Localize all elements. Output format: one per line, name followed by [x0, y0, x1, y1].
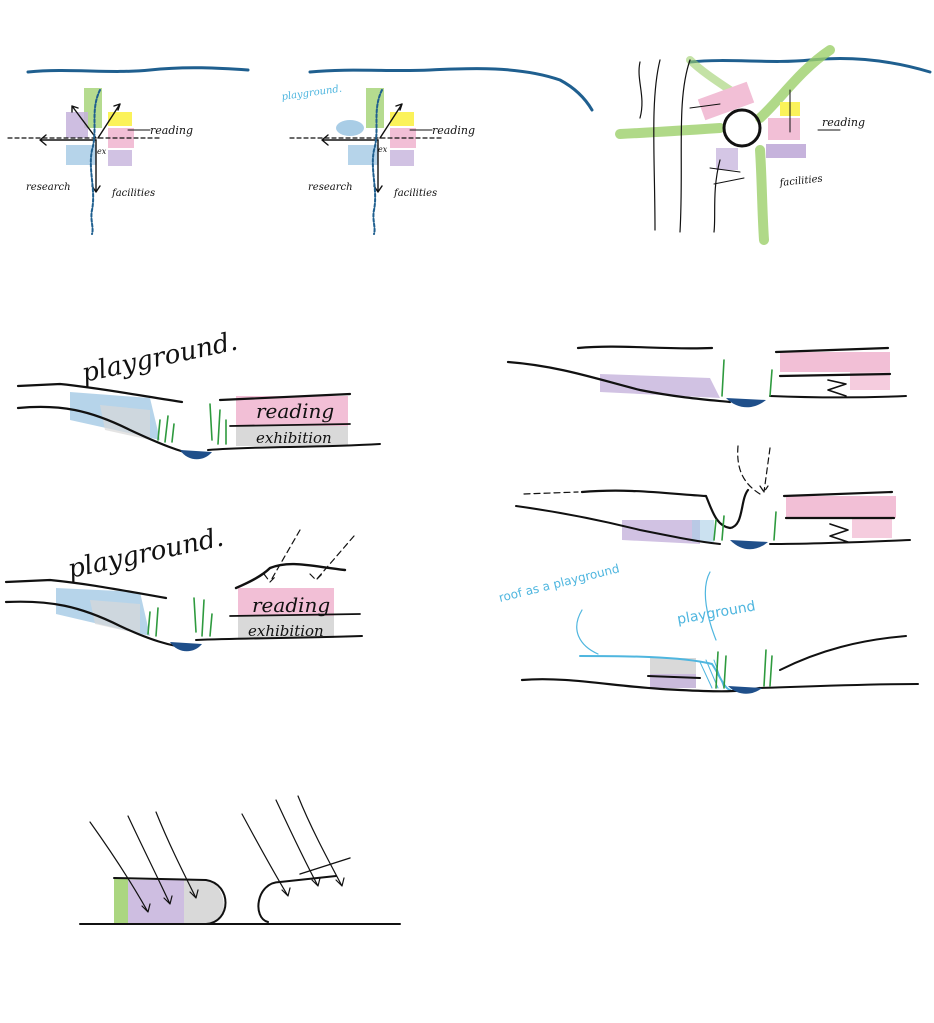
light-arrow-5 [276, 800, 320, 886]
label-ex-1: ex [97, 147, 107, 156]
arrow-west [322, 135, 378, 145]
light-arrow-2 [310, 536, 354, 580]
section-2: playground. reading exhibition [6, 523, 362, 652]
label-ex-2: ex [378, 145, 388, 154]
label-reading-3: reading [822, 116, 865, 129]
reading-block-pink-2 [768, 118, 800, 140]
water-pool [726, 398, 766, 407]
section-4 [516, 446, 910, 549]
reading-fill [780, 352, 890, 372]
light-arrow-4 [242, 814, 290, 896]
label-reading-1: reading [150, 124, 193, 137]
label-playground-2: playground. [281, 84, 343, 103]
label-playground-s5: playground [676, 598, 757, 628]
facilities-block [390, 150, 414, 166]
river-line [28, 68, 248, 72]
river-line [310, 69, 592, 110]
reading-block-yellow [390, 112, 414, 126]
light-arrows [738, 446, 770, 494]
label-facilities-1: facilities [111, 188, 155, 199]
lilac-room [128, 880, 184, 924]
label-exhibition-s1: exhibition [256, 429, 332, 447]
ground-line-right [770, 396, 906, 398]
grass-strokes [158, 404, 226, 444]
green-strip [114, 878, 128, 924]
section-6 [80, 796, 400, 924]
stair-zigzag [830, 524, 848, 542]
section-3 [508, 347, 906, 408]
water-edge-fill [692, 520, 714, 542]
label-reading-2: reading [432, 124, 475, 137]
grass-strokes [714, 512, 776, 540]
section-1: playground. reading exhibition [18, 327, 380, 460]
label-reading-s1: reading [256, 399, 334, 423]
green-path-south [760, 150, 764, 240]
water-pool [728, 686, 762, 694]
green-path-nw [690, 60, 730, 90]
label-research-1: research [26, 182, 71, 193]
light-arrow-1 [264, 530, 300, 582]
road-curve-1 [654, 60, 660, 230]
reading-block-yellow [108, 112, 132, 126]
green-zone [366, 88, 384, 128]
facilities-block [108, 150, 132, 166]
section-5: roof as a playground playground [497, 561, 918, 693]
water-pool [180, 450, 212, 459]
water-pool [730, 540, 768, 549]
road-curve-2 [680, 60, 690, 232]
roof-line [578, 347, 712, 349]
water-pool [170, 642, 202, 651]
road-curve-3 [714, 160, 720, 232]
label-roof-as-playground: roof as a playground [497, 561, 621, 605]
label-exhibition-s2: exhibition [248, 622, 324, 640]
leader-roof [577, 610, 598, 654]
road-curve-4 [639, 62, 642, 118]
label-facilities-2: facilities [393, 188, 437, 199]
site-plan-1: reading research facilities ex [8, 68, 248, 234]
reading-fill [786, 496, 896, 518]
label-reading-s2: reading [252, 593, 330, 617]
capsule-2-outline [258, 876, 336, 922]
label-facilities-3: facilities [778, 174, 823, 190]
label-playground-s2: playground. [65, 523, 226, 585]
research-block [716, 148, 738, 170]
ground-line-right [770, 540, 910, 544]
facilities-block [766, 144, 806, 158]
research-block [66, 112, 88, 138]
curved-roof [236, 564, 345, 588]
green-path-west [620, 128, 720, 134]
grass-strokes [716, 650, 772, 688]
site-plan-2: playground. reading research facilities … [281, 69, 592, 234]
stair-zigzag [828, 380, 846, 396]
label-research-2: research [308, 182, 353, 193]
label-playground-s1: playground. [79, 327, 240, 389]
dashed-extension [524, 492, 578, 494]
reading-fill-2 [852, 518, 892, 538]
site-plan-3: reading facilities [620, 50, 930, 240]
playground-blob [336, 120, 364, 136]
ground-line-right [760, 636, 918, 688]
roundabout [724, 110, 760, 146]
grass-strokes [722, 360, 772, 396]
grass-strokes [148, 598, 212, 636]
research-fill [622, 520, 700, 544]
